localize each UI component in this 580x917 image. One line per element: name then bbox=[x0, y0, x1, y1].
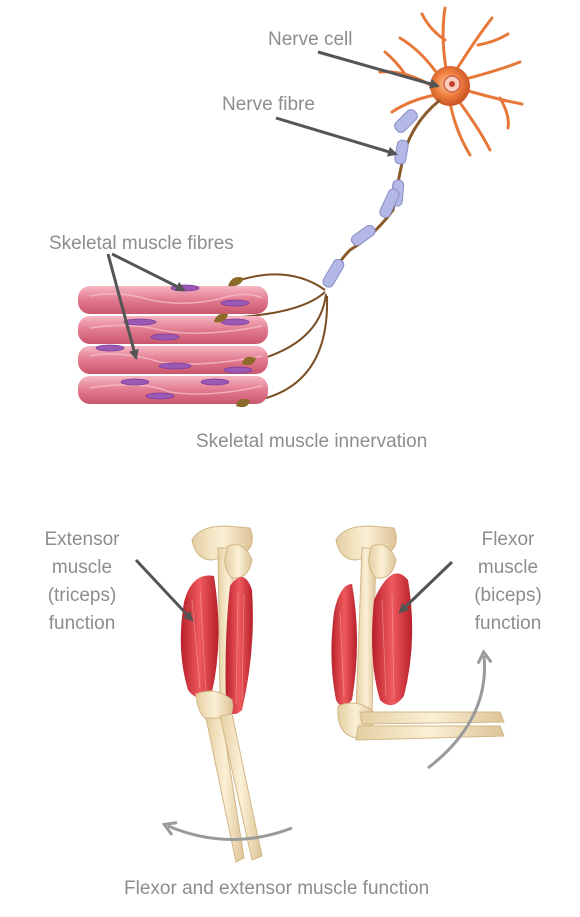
extensor-label-line: (triceps) bbox=[47, 585, 117, 606]
flexor-label-line: function bbox=[474, 613, 542, 634]
extensor-label-line: function bbox=[48, 613, 116, 634]
nerve-fibre-label: Nerve fibre bbox=[222, 94, 315, 115]
muscle-fibres-label: Skeletal muscle fibres bbox=[49, 233, 234, 254]
skeletal-muscle-fibres bbox=[78, 277, 268, 408]
extensor-label: Extensor muscle (triceps) function bbox=[30, 526, 134, 638]
top-caption: Skeletal muscle innervation bbox=[196, 431, 428, 452]
extension-motion-arrow bbox=[161, 821, 293, 841]
nerve-fibre bbox=[322, 98, 441, 288]
nerve-cell-label: Nerve cell bbox=[268, 29, 353, 50]
flexion-motion-arrow bbox=[427, 649, 493, 770]
flexor-label-line: Flexor bbox=[481, 529, 535, 550]
label-pointers-top bbox=[106, 50, 440, 360]
label-pointers-bottom bbox=[134, 558, 454, 622]
bottom-caption: Flexor and extensor muscle function bbox=[124, 878, 430, 899]
flexor-label-line: muscle bbox=[477, 557, 539, 578]
nerve-cell bbox=[378, 6, 524, 157]
extensor-label-line: Extensor bbox=[44, 529, 120, 550]
flexor-label-line: (biceps) bbox=[474, 585, 542, 606]
extensor-label-line: muscle bbox=[51, 557, 113, 578]
flexor-label: Flexor muscle (biceps) function bbox=[458, 526, 558, 638]
extended-arm bbox=[180, 525, 263, 863]
